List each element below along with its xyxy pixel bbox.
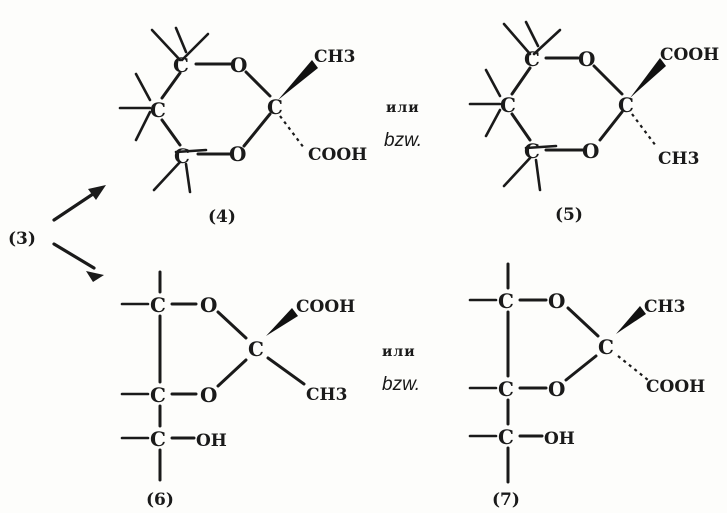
- atom-c: C: [150, 427, 166, 451]
- atom-c: C: [267, 95, 283, 119]
- atom-c: C: [498, 377, 514, 401]
- group-cooh: COOH: [308, 145, 367, 165]
- atom-c: C: [524, 47, 540, 71]
- label-compound-4: (4): [208, 207, 236, 227]
- group-ch3: CH3: [644, 297, 685, 317]
- atom-c: C: [618, 93, 634, 117]
- group-cooh: COOH: [296, 297, 355, 317]
- group-oh: OH: [196, 431, 227, 451]
- group-ch3: CH3: [306, 385, 347, 405]
- atom-c: C: [174, 144, 190, 168]
- atom-c: C: [150, 98, 166, 122]
- group-ch3: CH3: [658, 149, 699, 169]
- atom-o: O: [582, 139, 599, 163]
- atom-c: C: [150, 383, 166, 407]
- group-oh: OH: [544, 429, 575, 449]
- arrow-to-dioxolane: [52, 242, 104, 282]
- atom-o: O: [229, 142, 246, 166]
- atom-c: C: [498, 289, 514, 313]
- atom-o: O: [200, 293, 217, 317]
- group-cooh: COOH: [646, 377, 705, 397]
- label-compound-3: (3): [8, 229, 36, 249]
- structure-compound-5: C C C O O C COOH CH3: [468, 20, 719, 192]
- arrow-to-dioxane: [52, 185, 106, 222]
- label-compound-5: (5): [555, 205, 583, 225]
- group-cooh: COOH: [660, 45, 719, 65]
- atom-c: C: [248, 337, 264, 361]
- atom-o: O: [200, 383, 217, 407]
- group-ch3: CH3: [314, 47, 355, 67]
- label-compound-7: (7): [492, 490, 520, 510]
- connector-german-bottom: bzw.: [382, 374, 420, 395]
- connector-german-top: bzw.: [384, 130, 422, 151]
- atom-o: O: [230, 53, 247, 77]
- atom-c: C: [598, 335, 614, 359]
- label-compound-6: (6): [146, 490, 174, 510]
- connector-cyrillic-top: или: [386, 100, 420, 116]
- structure-compound-7: C C C O O C CH3 COOH OH: [468, 262, 705, 484]
- atom-c: C: [498, 425, 514, 449]
- atom-c: C: [500, 93, 516, 117]
- atom-c: C: [524, 139, 540, 163]
- structure-compound-6: C C C O O C COOH CH3 OH: [120, 270, 355, 482]
- atom-o: O: [578, 47, 595, 71]
- connector-cyrillic-bottom: или: [382, 344, 416, 360]
- atom-c: C: [150, 293, 166, 317]
- atom-o: O: [548, 377, 565, 401]
- atom-c: C: [173, 53, 189, 77]
- structure-compound-4: C C C O O C CH3 COOH: [118, 26, 367, 194]
- atom-o: O: [548, 289, 565, 313]
